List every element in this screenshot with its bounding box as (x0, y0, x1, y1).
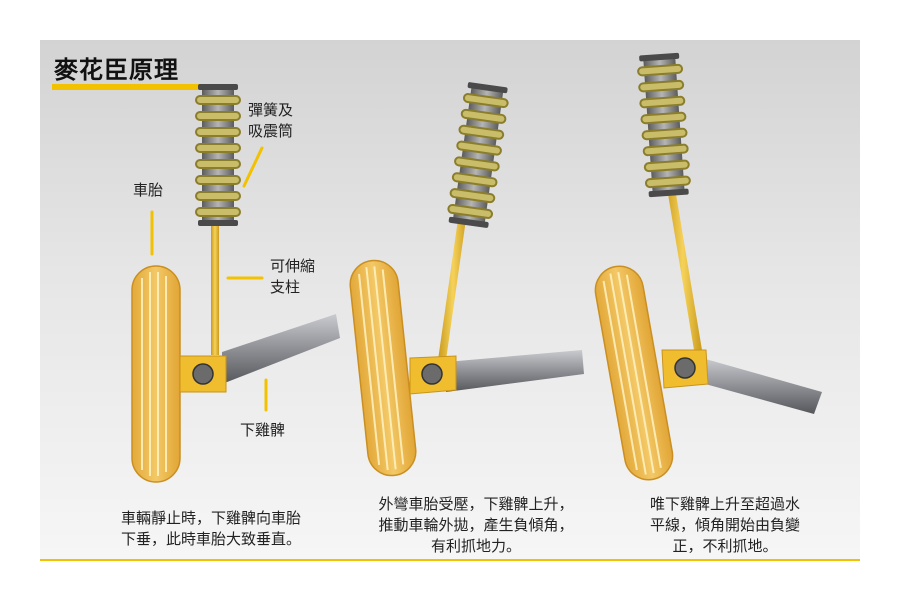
scene-2-tire (346, 257, 420, 479)
caption-2-line-1: 外彎車胎受壓，下雞髀上升， (378, 495, 574, 513)
title-underline (52, 84, 202, 90)
caption-2-line-2: 推動車輪外拋，產生負傾角， (378, 516, 574, 534)
strut-label-line-2: 支柱 (270, 278, 301, 296)
scene-3-lower-arm (698, 358, 822, 414)
caption-scene-1: 車輛靜止時，下雞髀向車胎 下垂，此時車胎大致垂直。 (96, 508, 326, 550)
bottom-accent-line (40, 559, 860, 561)
caption-3-line-1: 唯下雞髀上升至超過水 (649, 495, 800, 513)
scene-1-lower-arm (222, 314, 340, 384)
strut-label-line-1: 可伸縮 (270, 257, 316, 275)
label-leaders (150, 146, 268, 412)
scene-2-strut-rod (438, 205, 468, 360)
spring-label-line-1: 彈簧及 (248, 101, 294, 119)
page-title: 麥花臣原理 (54, 56, 179, 84)
scene-1-pivot (192, 363, 214, 385)
scene-1-tire (131, 265, 181, 483)
strut-label: 可伸縮 支柱 (270, 256, 315, 298)
caption-2-line-3: 有利抓地力。 (430, 537, 521, 555)
scene-3-strut-rod (664, 170, 702, 350)
caption-3-line-3: 正，不利抓地。 (672, 537, 778, 555)
scene-1-static (131, 83, 340, 483)
caption-1-line-1: 車輛靜止時，下雞髀向車胎 (120, 509, 301, 527)
scene-3-over-raised (590, 51, 822, 485)
scene-1-strut-rod (211, 220, 219, 355)
spring-label-line-2: 吸震筒 (248, 122, 294, 140)
caption-scene-2: 外彎車胎受壓，下雞髀上升， 推動車輪外拋，產生負傾角， 有利抓地力。 (356, 494, 596, 557)
caption-3-line-2: 平線，傾角開始由負變 (649, 516, 800, 534)
scene-3-pivot (674, 357, 696, 379)
scene-1-spring (195, 83, 241, 227)
lower-arm-label: 下雞髀 (240, 421, 286, 439)
scene-2-pivot (421, 363, 443, 385)
caption-1-line-2: 下垂，此時車胎大致垂直。 (120, 530, 301, 548)
spring-label: 彈簧及 吸震筒 (248, 100, 293, 142)
scene-3-spring (636, 51, 692, 199)
scene-2-spring (445, 80, 511, 230)
tire-label: 車胎 (133, 181, 164, 199)
scene-2-compressed (346, 80, 584, 479)
spring-leader-line (242, 146, 264, 188)
scene-2-lower-arm (446, 350, 584, 392)
caption-scene-3: 唯下雞髀上升至超過水 平線，傾角開始由負變 正，不利抓地。 (610, 494, 840, 557)
